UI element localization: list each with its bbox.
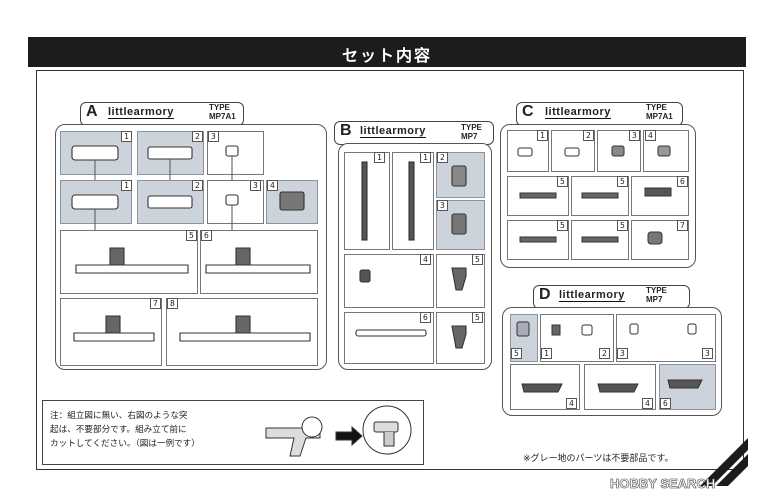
page-title: セット内容 xyxy=(341,46,432,65)
note-line: カットしてください。（図は一例です） xyxy=(50,439,200,449)
type-label: TYPE xyxy=(209,103,230,112)
brand-logo: littlearmory xyxy=(559,289,625,302)
part-number: 2 xyxy=(192,131,203,142)
part-number: 5 xyxy=(472,254,483,265)
part-number: 2 xyxy=(583,130,594,141)
part-number: 6 xyxy=(677,176,688,187)
part-number: 3 xyxy=(702,348,713,359)
part-a6 xyxy=(200,230,318,294)
part-number: 3 xyxy=(437,200,448,211)
type-label: TYPE xyxy=(646,103,667,112)
type-model: MP7 xyxy=(646,295,663,304)
part-number: 5 xyxy=(186,230,197,241)
section-b-header xyxy=(334,121,494,145)
type-label: TYPE xyxy=(461,123,482,132)
section-a-label: A xyxy=(86,103,98,120)
section-c-label: C xyxy=(522,103,534,120)
part-number: 1 xyxy=(420,152,431,163)
brand-logo: littlearmory xyxy=(108,106,174,119)
note-box xyxy=(42,400,424,465)
part-number: 6 xyxy=(660,398,671,409)
part-number: 2 xyxy=(437,152,448,163)
type-model: MP7 xyxy=(461,132,478,141)
brand-logo: littlearmory xyxy=(545,106,611,119)
header-bar: セット内容 xyxy=(28,37,746,67)
section-b-label: B xyxy=(340,122,352,139)
part-number: 3 xyxy=(250,180,261,191)
part-number: 1 xyxy=(121,131,132,142)
part-number: 8 xyxy=(167,298,178,309)
part-number: 3 xyxy=(629,130,640,141)
part-number: 7 xyxy=(150,298,161,309)
part-number: 4 xyxy=(566,398,577,409)
part-number: 6 xyxy=(201,230,212,241)
part-number: 1 xyxy=(374,152,385,163)
brand-logo: littlearmory xyxy=(360,125,426,138)
part-number: 5 xyxy=(617,220,628,231)
part-number: 2 xyxy=(599,348,610,359)
part-number: 4 xyxy=(267,180,278,191)
part-number: 2 xyxy=(192,180,203,191)
part-number: 4 xyxy=(420,254,431,265)
watermark: HOBBY SEARCH xyxy=(610,476,716,492)
part-a5 xyxy=(60,230,198,294)
part-number: 5 xyxy=(472,312,483,323)
section-c-header xyxy=(516,102,683,126)
type-label: TYPE xyxy=(646,286,667,295)
part-d1-d2 xyxy=(540,314,614,362)
part-number: 3 xyxy=(208,131,219,142)
part-number: 4 xyxy=(645,130,656,141)
note-line: 起は、不要部分です。組み立て前に xyxy=(50,425,187,435)
unused-parts-footnote: ※グレー地のパーツは不要部品です。 xyxy=(523,454,674,464)
part-number: 5 xyxy=(511,348,522,359)
part-b4 xyxy=(344,254,434,308)
part-d3 xyxy=(616,314,716,362)
part-number: 1 xyxy=(121,180,132,191)
section-d-label: D xyxy=(539,286,551,303)
part-number: 6 xyxy=(420,312,431,323)
type-model: MP7A1 xyxy=(209,112,236,121)
note-line: 注：組立図に無い、右図のような突 xyxy=(50,411,188,421)
part-number: 5 xyxy=(617,176,628,187)
part-number: 5 xyxy=(557,220,568,231)
part-b6 xyxy=(344,312,434,364)
part-number: 1 xyxy=(537,130,548,141)
part-number: 7 xyxy=(677,220,688,231)
part-number: 4 xyxy=(642,398,653,409)
part-number: 1 xyxy=(541,348,552,359)
part-number: 5 xyxy=(557,176,568,187)
type-model: MP7A1 xyxy=(646,112,673,121)
part-number: 3 xyxy=(617,348,628,359)
